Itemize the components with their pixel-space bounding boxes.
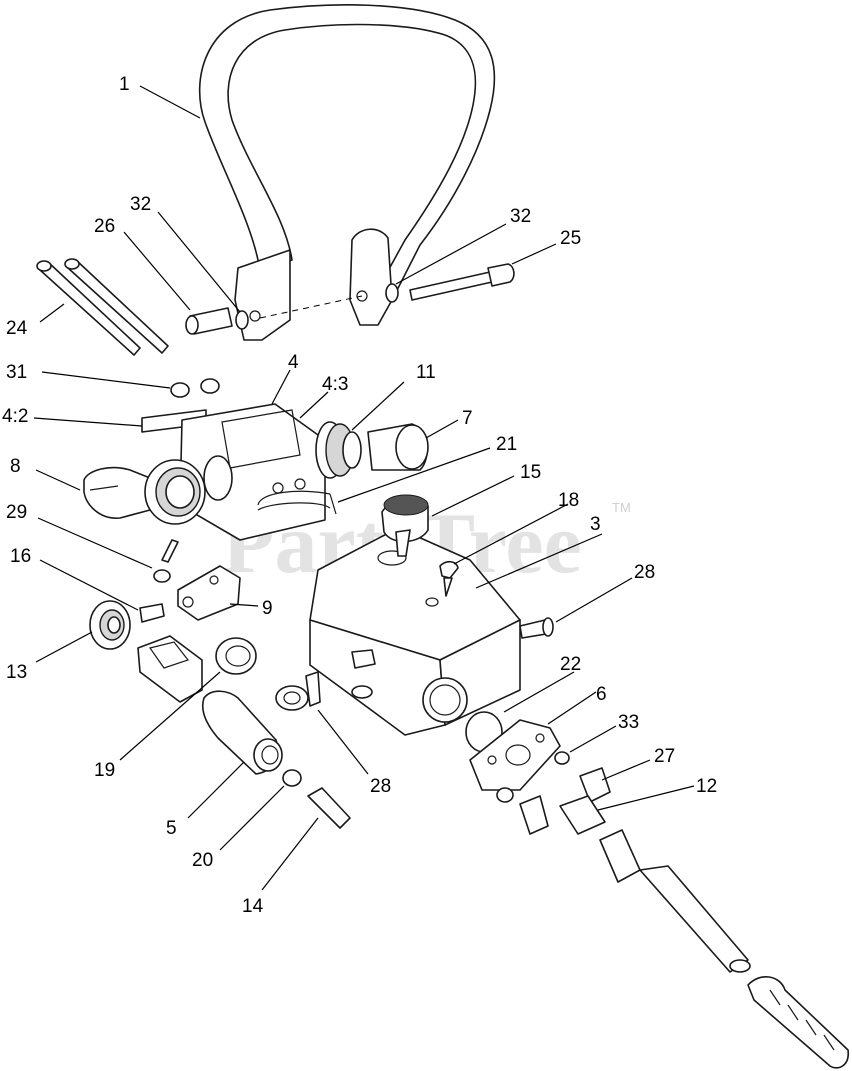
washer-32-right [385,283,399,303]
pin-29-head [153,569,171,583]
knob-15 [381,494,429,557]
callout-26: 26 [94,216,115,237]
callout-22: 22 [560,654,581,675]
fitting-5 [202,690,283,775]
callout-7: 7 [462,408,473,429]
link-21 [257,490,337,515]
callout-16: 16 [10,546,31,567]
bolt-26 [185,307,233,335]
callout-8: 8 [10,456,21,477]
callout-28-left: 28 [370,776,391,797]
callout-14: 14 [242,896,264,917]
pin-28-left [275,649,376,711]
callout-32-right: 32 [510,206,531,227]
callout-21: 21 [496,434,517,455]
callout-33: 33 [618,712,639,733]
bracket-housing-4 [179,403,331,541]
bearing-11 [315,421,362,479]
flange-6 [469,719,561,791]
callout-28-right: 28 [634,562,655,583]
callout-11: 11 [416,362,436,383]
ring-31-right [200,378,220,394]
callout-29: 29 [6,502,27,523]
callout-20: 20 [192,850,213,871]
shaft-8 [83,455,233,525]
bearing-13 [89,600,131,650]
screw-18 [439,560,459,579]
callout-4: 4 [288,352,299,373]
callout-31: 31 [6,362,27,383]
callout-9: 9 [262,598,273,619]
screws-33-27 [496,751,611,835]
callout-18: 18 [558,490,579,511]
handle-loop [198,4,496,341]
holder-19 [137,635,257,703]
callout-labels: 1 32 26 32 25 24 31 4 4:3 11 4:2 7 8 21 … [2,74,717,917]
callout-4-2: 4:2 [2,406,28,427]
callout-19: 19 [94,760,115,781]
spacer-16 [139,603,165,623]
washer-32-left [235,310,249,330]
pin-28-right [519,617,554,639]
callout-27: 27 [654,746,675,767]
pins-24 [36,258,169,356]
callout-15: 15 [520,462,541,483]
pin-29 [161,539,179,563]
cap-7 [367,423,429,471]
oring-20 [282,769,302,787]
clamp-9 [177,565,241,621]
leader-lines [33,85,695,891]
callout-32-left: 32 [130,194,151,215]
callout-6: 6 [596,684,607,705]
callout-13: 13 [6,662,27,683]
hose-12 [559,795,849,1069]
ring-31-left [170,382,190,398]
callout-25: 25 [560,228,581,249]
callout-5: 5 [166,818,177,839]
callout-24: 24 [6,318,28,339]
watermark-trademark: TM [612,500,631,515]
callout-1: 1 [119,74,130,95]
bolt-25 [409,263,515,301]
nozzle-14 [307,787,351,829]
callout-4-3: 4:3 [322,374,348,395]
main-block-3 [309,527,521,736]
callout-3: 3 [590,514,601,535]
callout-12: 12 [696,776,717,797]
